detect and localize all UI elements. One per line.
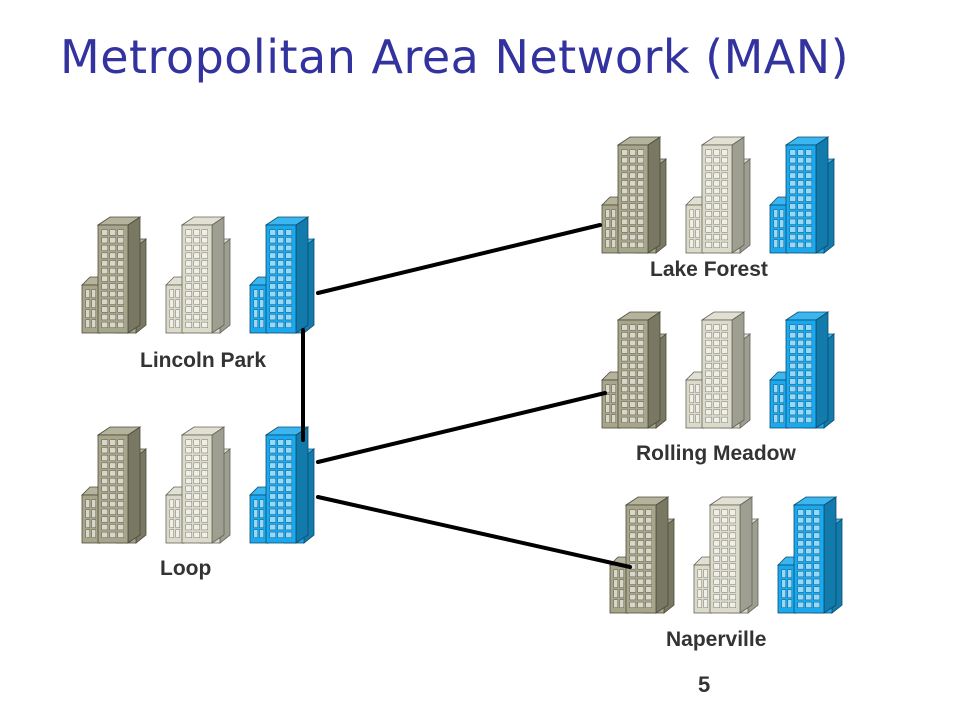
site-naperville: Naperville (609, 496, 844, 651)
site-label-loop: Loop (160, 557, 211, 580)
building-icon (769, 136, 836, 254)
building-icon (81, 216, 148, 334)
building-icon (165, 426, 232, 544)
building-icon (81, 426, 148, 544)
building-icon (609, 496, 676, 614)
building-icon (685, 136, 752, 254)
building-icon (249, 426, 316, 544)
building-icon (685, 311, 752, 429)
site-loop: Loop (81, 426, 316, 580)
building-icon (601, 311, 668, 429)
building-icon (777, 496, 844, 614)
site-label-lake-forest: Lake Forest (650, 258, 768, 281)
link-loop-rolling-meadow (316, 391, 607, 464)
page-number: 5 (698, 672, 711, 697)
site-lincoln-park: Lincoln Park (81, 216, 316, 372)
network-links (301, 223, 632, 569)
site-label-naperville: Naperville (666, 628, 766, 651)
site-rolling-meadow: Rolling Meadow (601, 311, 836, 465)
building-icon (769, 311, 836, 429)
building-icon (249, 216, 316, 334)
building-icon (165, 216, 232, 334)
site-lake-forest: Lake Forest (601, 136, 836, 281)
site-label-rolling-meadow: Rolling Meadow (636, 442, 796, 465)
link-loop-naperville (316, 495, 632, 569)
building-icon (601, 136, 668, 254)
building-icon (693, 496, 760, 614)
site-label-lincoln-park: Lincoln Park (140, 349, 266, 372)
link-lincoln-park-lake-forest (316, 223, 602, 295)
slide-title: Metropolitan Area Network (MAN) (60, 30, 850, 84)
